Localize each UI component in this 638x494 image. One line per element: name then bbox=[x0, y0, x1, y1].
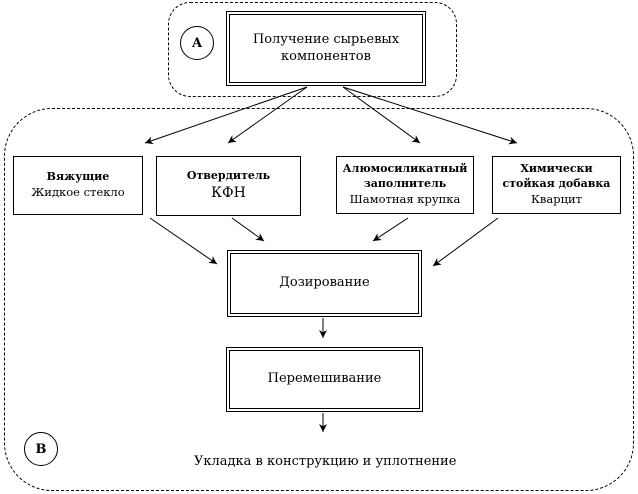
component-hardener-title: Отвердитель bbox=[186, 169, 271, 183]
component-hardener: Отвердитель КФН bbox=[156, 156, 301, 216]
component-additive-title-2: стойкая добавка bbox=[502, 177, 611, 191]
component-filler-title-1: Алюмосиликатный bbox=[342, 162, 468, 176]
group-b-outline bbox=[4, 108, 634, 491]
final-step-label: Укладка в конструкцию и уплотнение bbox=[194, 454, 457, 469]
step-mixing-label: Перемешивание bbox=[267, 371, 382, 387]
group-a-label: A bbox=[180, 26, 214, 60]
component-additive: Химически стойкая добавка Кварцит bbox=[492, 156, 621, 214]
arrow-source-to-hardener bbox=[227, 86, 308, 144]
component-filler-title-2: заполнитель bbox=[363, 177, 447, 191]
step-mixing: Перемешивание bbox=[226, 347, 423, 412]
arrow-additive-to-dosing bbox=[432, 217, 499, 267]
group-a-outline bbox=[168, 2, 457, 97]
component-additive-title-1: Химически bbox=[520, 162, 593, 176]
component-binder-title: Вяжущие bbox=[46, 170, 110, 184]
group-b-label: B bbox=[24, 432, 58, 466]
group-b-letter: B bbox=[35, 441, 47, 457]
component-additive-subtitle: Кварцит bbox=[530, 192, 582, 207]
component-filler: Алюмосиликатный заполнитель Шамотная кру… bbox=[336, 156, 474, 214]
component-hardener-subtitle: КФН bbox=[211, 184, 246, 201]
arrow-source-to-binder bbox=[144, 86, 308, 145]
source-box: Получение сырьевых компонентов bbox=[226, 11, 426, 86]
source-line-2: компонентов bbox=[281, 48, 371, 64]
arrow-source-to-filler bbox=[342, 86, 421, 144]
component-binder-subtitle: Жидкое стекло bbox=[31, 185, 125, 200]
step-dosing-label: Дозирование bbox=[279, 275, 370, 291]
step-dosing: Дозирование bbox=[227, 250, 422, 317]
arrow-filler-to-dosing bbox=[372, 217, 409, 242]
arrow-source-to-additive bbox=[342, 86, 518, 145]
component-binder: Вяжущие Жидкое стекло bbox=[13, 156, 143, 215]
arrow-hardener-to-dosing bbox=[231, 217, 265, 242]
source-line-1: Получение сырьевых bbox=[252, 31, 400, 47]
group-a-letter: A bbox=[191, 35, 203, 51]
arrow-binder-to-dosing bbox=[149, 217, 218, 265]
component-filler-subtitle: Шамотная крупка bbox=[349, 192, 461, 207]
